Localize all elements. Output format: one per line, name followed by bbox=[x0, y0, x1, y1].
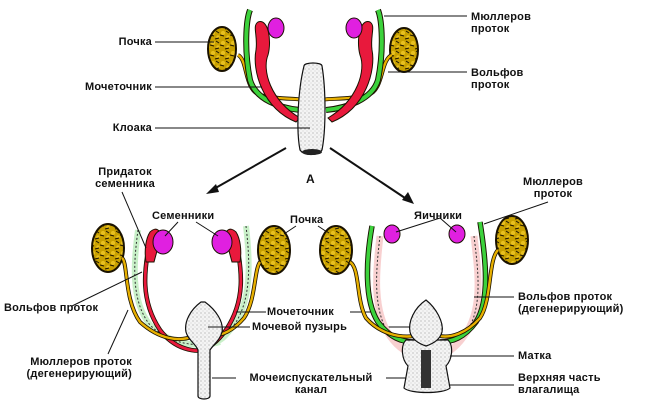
bladder-female bbox=[409, 299, 443, 347]
cloaca bbox=[297, 62, 326, 156]
label-line: Мюллеров bbox=[471, 11, 532, 23]
label-line: канал bbox=[294, 384, 328, 396]
label-vagina-upper: Верхняя часть влагалища bbox=[518, 372, 601, 396]
label-mullerian-duct-female: Мюллеров проток bbox=[508, 176, 598, 200]
kidney-left-male bbox=[91, 223, 125, 273]
label-mullerian-degenerating: Мюллеров проток (дегенерирующий) bbox=[0, 356, 132, 380]
ovary-left bbox=[383, 224, 401, 244]
label-wolffian-duct-top: Вольфов проток bbox=[471, 67, 524, 91]
label-mullerian-duct-top: Мюллеров проток bbox=[471, 11, 531, 35]
label-bladder: Мочевой пузырь bbox=[252, 321, 348, 333]
label-urethra: Мочеиспускательный канал bbox=[236, 372, 386, 396]
label-line: Вольфов проток bbox=[518, 291, 613, 303]
label-line: Мочеиспускательный bbox=[249, 372, 373, 384]
stage-label-a: А bbox=[306, 172, 315, 186]
male-stage bbox=[71, 191, 291, 400]
kidney-right-male bbox=[257, 225, 291, 275]
wolffian-duct-right-top bbox=[327, 21, 374, 123]
label-line: Верхняя часть bbox=[518, 372, 601, 384]
label-wolffian-degenerating: Вольфов проток (дегенерирующий) bbox=[518, 291, 623, 315]
testis-right bbox=[211, 229, 233, 255]
label-line: влагалища bbox=[518, 384, 580, 396]
arrow-to-male bbox=[211, 147, 287, 191]
gonad-left-top bbox=[267, 17, 285, 39]
label-ovaries: Яичники bbox=[414, 210, 463, 222]
label-line: (дегенерирующий) bbox=[518, 303, 624, 315]
label-line: Вольфов bbox=[471, 67, 524, 79]
kidney-left-top bbox=[207, 26, 237, 72]
gonad-right-top bbox=[345, 17, 363, 39]
female-stage bbox=[319, 201, 549, 394]
label-line: проток bbox=[471, 79, 510, 91]
label-ureter-top: Мочеточник bbox=[85, 81, 152, 93]
label-line: проток bbox=[471, 23, 510, 35]
label-epididymis: Придаток семенника bbox=[80, 166, 170, 190]
label-uterus: Матка bbox=[518, 350, 552, 362]
label-testes: Семенники bbox=[152, 210, 215, 222]
top-stage bbox=[155, 8, 467, 204]
label-line: Придаток bbox=[98, 166, 152, 178]
label-line: Мюллеров проток bbox=[30, 356, 132, 368]
label-kidney-bottom: Почка bbox=[290, 214, 324, 226]
bladder-male bbox=[185, 301, 223, 400]
kidney-left-female bbox=[319, 225, 353, 275]
label-line: Мюллеров bbox=[522, 176, 584, 188]
label-cloaca: Клоака bbox=[112, 122, 152, 134]
kidney-right-female bbox=[495, 215, 529, 265]
kidney-right-top bbox=[389, 27, 419, 73]
label-line: семенника bbox=[95, 178, 155, 190]
label-wolffian-duct-male: Вольфов проток bbox=[4, 302, 99, 314]
label-line: проток bbox=[533, 188, 573, 200]
label-ureter-bottom: Мочеточник bbox=[267, 306, 334, 318]
arrow-to-female bbox=[329, 147, 409, 201]
label-kidney-top: Почка bbox=[118, 36, 152, 48]
testis-left bbox=[152, 229, 174, 255]
label-line: (дегенерирующий) bbox=[26, 368, 132, 380]
